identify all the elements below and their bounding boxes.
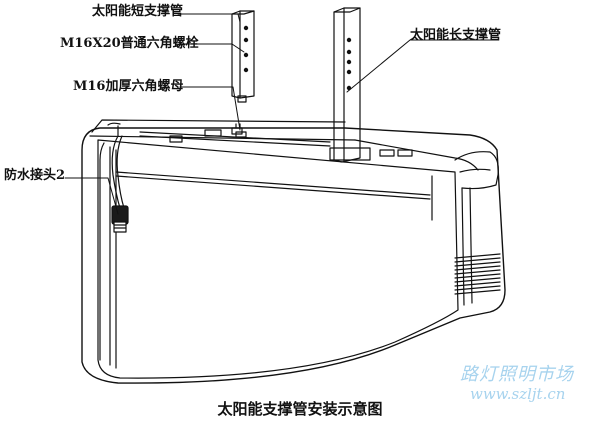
waterproof-connector [111,135,129,233]
label-long-pipe: 太阳能长支撑管 [410,28,502,43]
leader-lines [64,13,499,215]
watermark-url: www.szljt.cn [470,385,566,403]
label-connector: 防水接头2 [4,168,66,183]
label-short-pipe: 太阳能短支撑管 [92,4,184,19]
label-nut: M16加厚六角螺母 [73,79,184,94]
short-support-pipe [231,10,255,103]
watermark-text: 路灯照明市场 [460,364,574,385]
label-bolt: M16X20普通六角螺栓 [60,36,199,51]
lamp-housing [81,119,506,384]
long-support-pipe [333,7,361,163]
diagram-caption: 太阳能支撑管安装示意图 [217,400,383,418]
